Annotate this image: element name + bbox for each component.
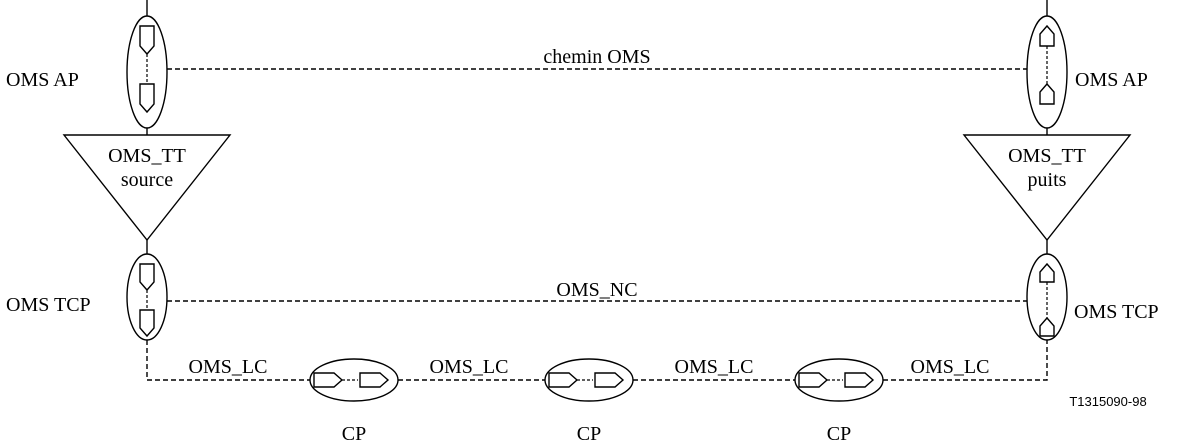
left-oms-tt-triangle: [62, 134, 232, 242]
right-oms-tt-type: puits: [1028, 169, 1067, 191]
cp-symbol-2: [544, 358, 634, 402]
right-oms-ap-symbol: [1026, 15, 1068, 129]
left-oms-tcp-label: OMS TCP: [6, 294, 91, 316]
figure-id: T1315090-98: [1069, 394, 1146, 409]
right-oms-ap-label: OMS AP: [1075, 69, 1148, 91]
left-oms-tcp-symbol: [126, 253, 168, 341]
left-oms-tt-name: OMS_TT: [108, 145, 186, 167]
right-oms-tt-triangle: [962, 134, 1132, 242]
left-oms-tt-type: source: [121, 169, 173, 191]
cp-label-1: CP: [342, 423, 366, 444]
right-oms-tt-name: OMS_TT: [1008, 145, 1086, 167]
cp-symbol-1: [309, 358, 399, 402]
oms-lc-label-2: OMS_LC: [430, 356, 509, 378]
oms-lc-line-4: [883, 340, 1048, 381]
oms-nc-label: OMS_NC: [556, 279, 637, 301]
oms-lc-label-3: OMS_LC: [675, 356, 754, 378]
left-oms-ap-symbol: [126, 15, 168, 129]
left-oms-ap-label: OMS AP: [6, 69, 79, 91]
oms-lc-label-4: OMS_LC: [911, 356, 990, 378]
oms-lc-line-1: [146, 340, 310, 381]
oms-trail-label: chemin OMS: [543, 46, 650, 68]
oms-lc-label-1: OMS_LC: [189, 356, 268, 378]
cp-symbol-3: [794, 358, 884, 402]
cp-label-2: CP: [577, 423, 601, 444]
right-oms-tcp-label: OMS TCP: [1074, 301, 1159, 323]
right-oms-tcp-symbol: [1026, 253, 1068, 341]
cp-label-3: CP: [827, 423, 851, 444]
